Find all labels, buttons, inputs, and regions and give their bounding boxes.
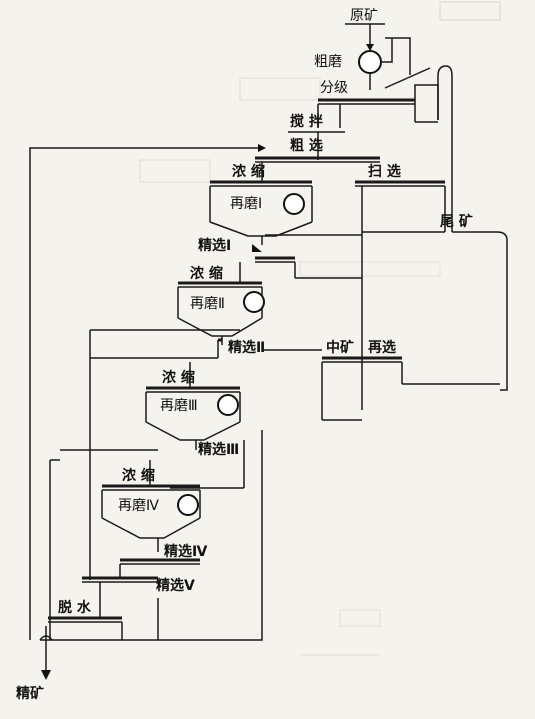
clean-5-label: 精选Ⅴ xyxy=(156,577,195,594)
thicken-4-label: 浓 缩 xyxy=(122,467,155,484)
cleaner-4: 精选Ⅳ xyxy=(120,538,208,565)
scavenge-label: 扫 选 xyxy=(368,163,401,180)
regrind-2-mill-icon xyxy=(243,291,265,313)
scavenger-flotation: 扫 选 xyxy=(355,163,446,410)
raw-ore-label: 原矿 xyxy=(350,8,378,24)
dewater-label: 脱 水 xyxy=(58,599,92,616)
regrind-4: 再磨Ⅳ xyxy=(118,494,199,516)
coarse-grind-label: 粗磨 xyxy=(314,54,342,70)
classifier: 分级 xyxy=(318,80,438,123)
rougher-flotation: 粗 选 xyxy=(255,132,380,163)
regrind-3-mill-icon xyxy=(217,394,239,416)
middlings-recleaner: 中矿 再选 xyxy=(321,339,500,421)
tailings-stream: 尾 矿 xyxy=(437,65,508,391)
regrind-1-mill-icon xyxy=(283,193,305,215)
classify-label: 分级 xyxy=(320,80,348,96)
agitate-label: 搅 拌 xyxy=(290,113,323,130)
thicken-1-label: 浓 缩 xyxy=(232,163,265,180)
raw-ore-feed: 原矿 xyxy=(345,8,385,51)
thicken-3-label: 浓 缩 xyxy=(162,369,195,386)
regrind-4-label: 再磨Ⅳ xyxy=(118,498,159,514)
thickener-3: 浓 缩 xyxy=(145,362,241,441)
clean-1-label: 精选Ⅰ xyxy=(198,237,231,254)
thicken-2-label: 浓 缩 xyxy=(190,265,223,282)
dewatering: 脱 水 xyxy=(48,582,159,640)
reclean-label: 再选 xyxy=(368,339,396,356)
regrind-3-label: 再磨Ⅲ xyxy=(160,398,198,414)
concentrate-label: 精矿 xyxy=(16,685,44,702)
regrind-1: 再磨Ⅰ xyxy=(230,193,305,215)
regrind-2-label: 再磨Ⅱ xyxy=(190,296,225,312)
background-show-through xyxy=(139,1,501,656)
regrind-4-mill-icon xyxy=(177,494,199,516)
regrind-3: 再磨Ⅲ xyxy=(160,394,239,416)
thickener-4: 浓 缩 xyxy=(101,460,201,539)
cleaner-1: 精选Ⅰ xyxy=(198,236,362,279)
coarse-grind-mill-icon xyxy=(358,50,382,74)
regrind-1-label: 再磨Ⅰ xyxy=(230,196,262,212)
cleaner-5: 精选Ⅴ xyxy=(82,564,195,594)
clean-4-label: 精选Ⅳ xyxy=(164,543,208,560)
thickener-1: 浓 缩 xyxy=(209,162,313,237)
tailings-label: 尾 矿 xyxy=(440,213,473,230)
middlings-label: 中矿 xyxy=(326,339,354,356)
rougher-label: 粗 选 xyxy=(290,137,323,154)
clean-3-label: 精选Ⅲ xyxy=(198,441,239,458)
cleaner-3: 精选Ⅲ xyxy=(49,440,245,640)
regrind-2: 再磨Ⅱ xyxy=(190,291,265,313)
concentrate-output: 精矿 xyxy=(16,626,53,702)
clean-2-label: 精选Ⅱ xyxy=(228,339,265,356)
agitation-tank: 搅 拌 xyxy=(288,104,345,133)
cleaner-2: 精选Ⅱ xyxy=(89,329,265,580)
